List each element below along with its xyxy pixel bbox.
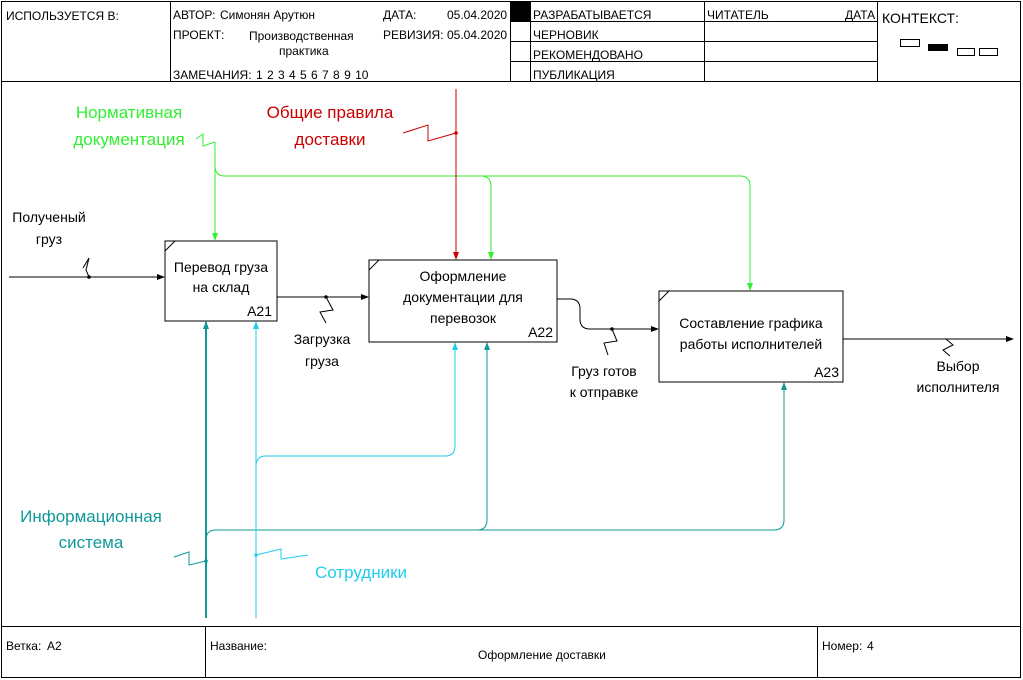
arrow-general-rules[interactable] (402, 89, 459, 260)
revision-label: РЕВИЗИЯ: (383, 28, 444, 42)
box-a23-label-1: Составление графика (679, 315, 823, 331)
project-value-line2: практика (279, 44, 329, 58)
arrow-cargo-ready[interactable] (557, 298, 659, 356)
label-cargo-loading-1: Загрузка (294, 331, 351, 347)
arrow-contractor-choice[interactable] (843, 336, 1014, 357)
junction-dot (87, 275, 91, 279)
box-a23-label-2: работы исполнителей (680, 336, 822, 352)
box-a21-label-1: Перевод груза (174, 259, 268, 275)
header-row-line (510, 21, 877, 22)
arrow-received-cargo[interactable] (9, 257, 165, 280)
header-divider (170, 1, 171, 81)
status-publication: ПУБЛИКАЦИЯ (533, 68, 615, 82)
diagram-title: Оформление доставки (478, 648, 606, 662)
project-label: ПРОЕКТ: (173, 28, 225, 42)
label-received-cargo-1: Полученый (12, 209, 85, 225)
status-working: РАЗРАБАТЫВАЕТСЯ (533, 8, 652, 22)
project-value-line1: Производственная (249, 29, 354, 43)
notes-value: 1 2 3 4 5 6 7 8 9 10 (256, 68, 369, 82)
label-cargo-ready-2: к отправке (570, 384, 639, 400)
number-value: 4 (867, 639, 874, 653)
status-draft: ЧЕРНОВИК (533, 28, 599, 42)
label-information-system-2: система (59, 533, 124, 552)
activity-box-a22[interactable]: Оформление документации для перевозок A2… (368, 259, 558, 343)
author-value: Симонян Арутюн (220, 8, 316, 22)
junction-dot (204, 559, 208, 563)
label-general-rules-2: доставки (295, 130, 366, 149)
date-value: 05.04.2020 (447, 8, 508, 22)
header-bottom-border (1, 81, 1021, 82)
used-in-label: ИСПОЛЬЗУЕТСЯ В: (6, 9, 119, 23)
context-node-box (900, 39, 920, 47)
box-a22-id: A22 (528, 324, 553, 340)
label-cargo-ready-1: Груз готов (571, 363, 637, 379)
box-a23-id: A23 (814, 364, 839, 380)
footer-top-border (1, 626, 1021, 627)
number-label: Номер: (822, 639, 863, 653)
junction-dot (254, 553, 258, 557)
label-employees: Сотрудники (315, 563, 407, 582)
header-row-line (510, 41, 877, 42)
working-status-marker (511, 2, 530, 21)
context-node-box (979, 48, 998, 56)
label-received-cargo-2: груз (36, 231, 62, 247)
revision-value: 05.04.2020 (447, 28, 508, 42)
box-a22-label-1: Оформление (420, 268, 507, 284)
activity-box-a23[interactable]: Составление графика работы исполнителей … (658, 290, 844, 383)
reader-label: ЧИТАТЕЛЬ (707, 8, 769, 22)
label-contractor-choice-2: исполнителя (917, 379, 1000, 395)
node-label: Ветка: (6, 639, 42, 653)
arrow-information-system[interactable] (173, 321, 787, 618)
status-recommended: РЕКОМЕНДОВАНО (533, 48, 643, 62)
reader-date-label: ДАТА (845, 8, 876, 22)
context-node-box-current (928, 44, 948, 51)
header-row-line (510, 61, 877, 62)
label-general-rules-1: Общие правила (267, 103, 394, 122)
box-a22-label-2: документации для (403, 289, 523, 305)
arrow-normative-docs[interactable] (195, 133, 753, 291)
context-label: КОНТЕКСТ: (882, 10, 959, 26)
title-label: Название: (210, 639, 267, 653)
notes-label: ЗАМЕЧАНИЯ: (173, 68, 252, 82)
author-label: АВТОР: (173, 8, 216, 22)
label-normative-docs-2: документация (73, 130, 184, 149)
box-a22-label-3: перевозок (430, 310, 497, 326)
label-cargo-loading-2: груза (305, 353, 339, 369)
arrow-cargo-loading[interactable] (277, 294, 369, 324)
junction-dot (610, 327, 614, 331)
footer-divider (205, 626, 206, 678)
label-contractor-choice-1: Выбор (937, 358, 980, 374)
label-normative-docs-1: Нормативная (76, 103, 182, 122)
box-a21-label-2: на склад (193, 279, 250, 295)
footer-divider (817, 626, 818, 678)
header-divider (877, 1, 878, 81)
label-information-system-1: Информационная (20, 507, 162, 526)
activity-box-a21[interactable]: Перевод груза на склад A21 (164, 240, 278, 322)
box-a21-id: A21 (247, 303, 272, 319)
date-label: ДАТА: (383, 8, 417, 22)
context-node-box (957, 48, 975, 56)
junction-dot (324, 295, 328, 299)
node-value: A2 (47, 639, 62, 653)
arrow-employees[interactable] (253, 321, 458, 618)
junction-dot (454, 131, 458, 135)
